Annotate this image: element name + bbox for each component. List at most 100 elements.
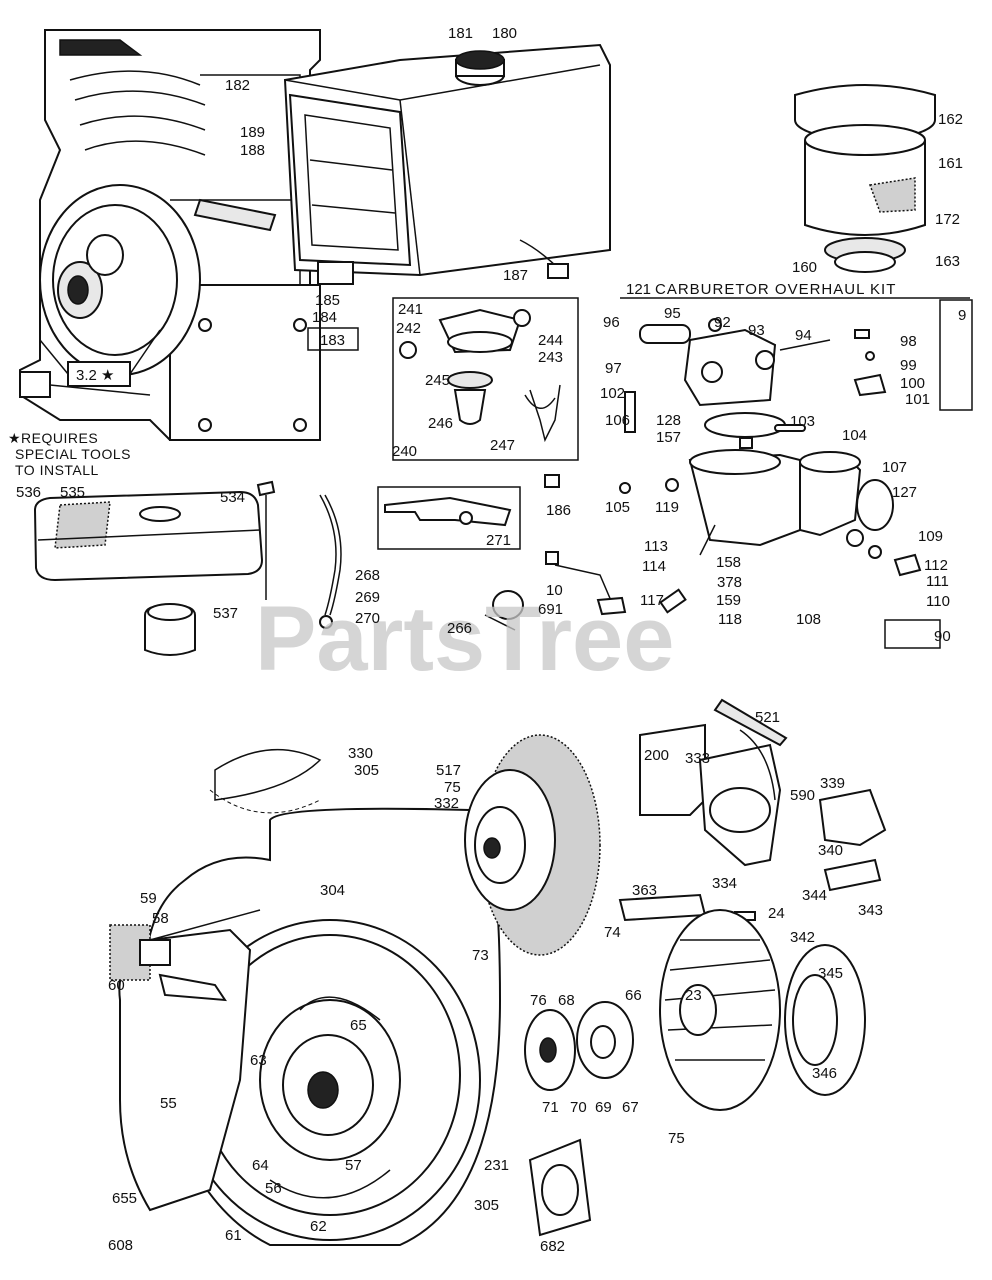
label-57: 57: [345, 1157, 362, 1174]
label-517: 517: [436, 762, 461, 779]
label-305b: 305: [474, 1197, 499, 1214]
label-159: 159: [716, 592, 741, 609]
label-96: 96: [603, 314, 620, 331]
label-244: 244: [538, 332, 563, 349]
label-333: 333: [685, 750, 710, 767]
note-requires-3: TO INSTALL: [15, 462, 99, 478]
label-343: 343: [858, 902, 883, 919]
label-68: 68: [558, 992, 575, 1009]
label-107: 107: [882, 459, 907, 476]
label-73: 73: [472, 947, 489, 964]
label-69: 69: [595, 1099, 612, 1116]
label-521: 521: [755, 709, 780, 726]
label-339: 339: [820, 775, 845, 792]
label-56: 56: [265, 1180, 282, 1197]
ignition-assembly: [618, 698, 887, 922]
label-378: 378: [717, 574, 742, 591]
shroud-304: [209, 748, 322, 814]
label-102: 102: [600, 385, 625, 402]
label-62: 62: [310, 1218, 327, 1235]
label-180: 180: [492, 25, 517, 42]
label-3-2: 3.2 ★: [76, 367, 114, 384]
label-305a: 305: [354, 762, 379, 779]
label-266: 266: [447, 620, 472, 637]
label-189: 189: [240, 124, 265, 141]
muffler: [33, 480, 276, 656]
label-161: 161: [938, 155, 963, 172]
label-63: 63: [250, 1052, 267, 1069]
label-110: 110: [926, 593, 950, 610]
label-162: 162: [938, 111, 963, 128]
watermark: PartsTree: [255, 588, 674, 690]
label-270: 270: [355, 610, 380, 627]
label-61: 61: [225, 1227, 242, 1244]
label-64: 64: [252, 1157, 269, 1174]
sediment-bowl-assembly: [392, 297, 579, 461]
label-231: 231: [484, 1157, 509, 1174]
label-106: 106: [605, 412, 630, 429]
label-75b: 75: [668, 1130, 685, 1147]
label-535: 535: [60, 484, 85, 501]
label-240: 240: [392, 443, 417, 460]
label-128: 128: [656, 412, 681, 429]
carburetor: [619, 297, 973, 649]
rotating-screen: [464, 734, 601, 956]
label-70: 70: [570, 1099, 587, 1116]
governor-linkage: [319, 474, 627, 631]
label-127: 127: [892, 484, 917, 501]
label-346: 346: [812, 1065, 837, 1082]
label-74: 74: [604, 924, 621, 941]
label-24: 24: [768, 905, 785, 922]
label-304: 304: [320, 882, 345, 899]
label-184: 184: [312, 309, 337, 326]
label-118: 118: [718, 611, 742, 628]
note-requires-2: SPECIAL TOOLS: [15, 446, 131, 462]
label-157: 157: [656, 429, 681, 446]
label-55: 55: [160, 1095, 177, 1112]
label-682: 682: [540, 1238, 565, 1255]
flywheel-assembly: [524, 909, 866, 1237]
label-94: 94: [795, 327, 812, 344]
label-109: 109: [918, 528, 943, 545]
label-113: 113: [644, 538, 668, 555]
label-117: 117: [640, 592, 664, 609]
label-111: 111: [926, 573, 949, 590]
label-99: 99: [900, 357, 917, 374]
label-59: 59: [140, 890, 157, 907]
label-691: 691: [538, 601, 563, 618]
label-172: 172: [935, 211, 960, 228]
label-269: 269: [355, 589, 380, 606]
label-66: 66: [625, 987, 642, 1004]
label-187: 187: [503, 267, 528, 284]
label-76: 76: [530, 992, 547, 1009]
label-242: 242: [396, 320, 421, 337]
label-121: 121: [626, 281, 651, 298]
label-103: 103: [790, 413, 815, 430]
label-92: 92: [714, 314, 731, 331]
note-requires-1: ★REQUIRES: [8, 430, 98, 446]
label-188: 188: [240, 142, 265, 159]
label-58: 58: [152, 910, 169, 927]
label-119: 119: [655, 499, 679, 516]
label-181: 181: [448, 25, 473, 42]
label-90: 90: [934, 628, 951, 645]
label-105: 105: [605, 499, 630, 516]
part-labels: 182 181 180 189 188 162 161 172 160 163 …: [8, 25, 966, 1255]
label-185: 185: [315, 292, 340, 309]
label-183: 183: [320, 332, 345, 349]
label-114: 114: [642, 558, 666, 575]
label-334: 334: [712, 875, 737, 892]
label-23: 23: [685, 987, 702, 1004]
label-9: 9: [958, 307, 966, 324]
label-268: 268: [355, 567, 380, 584]
label-95: 95: [664, 305, 681, 322]
label-104: 104: [842, 427, 867, 444]
label-200: 200: [644, 747, 669, 764]
label-163: 163: [935, 253, 960, 270]
label-247: 247: [490, 437, 515, 454]
label-112: 112: [924, 557, 948, 574]
label-536: 536: [16, 484, 41, 501]
label-182: 182: [225, 77, 250, 94]
label-75a: 75: [444, 779, 461, 796]
